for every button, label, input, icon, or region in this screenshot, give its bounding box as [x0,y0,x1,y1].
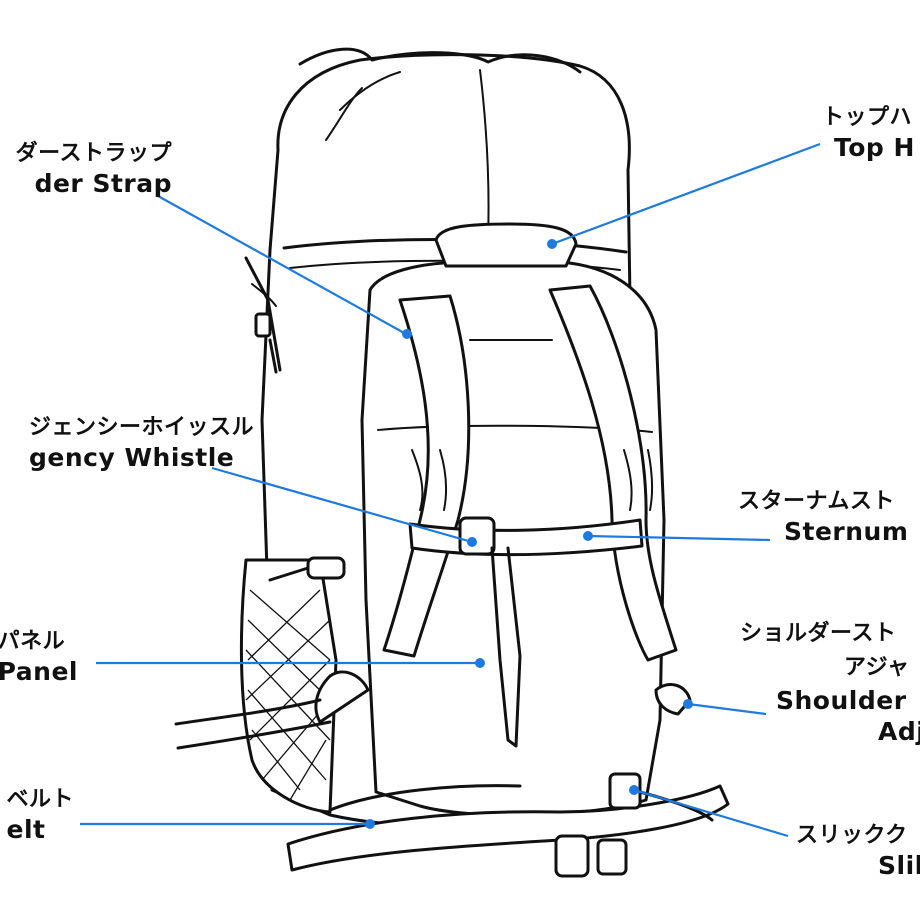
label-slick-clip: スリックク Slik [796,822,920,881]
label-top-handle-jp: トップハ [822,105,913,130]
label-top-handle: トップハ Top H [822,104,915,163]
label-shoulder-adjuster-jp2: アジャ [844,654,910,680]
dot-emergency-whistle [467,537,477,547]
leader-shoulder-strap [157,195,407,335]
label-hip-belt: ベルト elt [6,786,74,845]
label-slick-clip-jp: スリックク [796,823,908,848]
dot-shoulder-adjuster [683,699,693,709]
leader-lines [80,142,821,838]
label-hip-belt-jp: ベルト [6,787,74,812]
label-shoulder-strap-en: der Strap [34,168,172,198]
label-shoulder-strap-adjuster: ショルダースト アジャ Shoulder Adj [740,620,920,748]
leader-emergency-whistle [211,466,473,544]
label-emergency-whistle-jp: ジェンシーホイッスル [28,415,254,440]
dot-hip-belt [365,819,375,829]
label-emergency-whistle: ジェンシーホイッスル gency Whistle [29,414,254,473]
label-top-handle-en: Top H [834,132,915,162]
mesh-pocket [245,589,331,801]
label-shoulder-adjuster-jp: ショルダースト [740,621,897,646]
back-panel-drawing [174,222,692,817]
label-shoulder-strap-jp: ダーストラップ [15,141,172,166]
leader-top-handle [551,142,821,246]
label-back-panel: パネル Panel [0,628,78,687]
label-emergency-whistle-en: gency Whistle [28,442,235,472]
leader-slick-clip [633,788,789,838]
hip-belt-drawing [286,772,730,878]
label-shoulder-adjuster-en2: Adj [878,717,920,747]
dot-sternum-strap [583,531,593,541]
dot-slick-clip [629,785,639,795]
leader-sternum-strap [587,534,771,542]
label-shoulder-adjuster-en: Shoulder [776,686,907,715]
label-shoulder-strap: ダーストラップ der Strap [16,140,172,199]
label-sternum-strap: スターナムスト Sternum [738,488,908,547]
label-back-panel-en: Panel [0,656,78,686]
dot-back-panel [475,658,485,668]
label-hip-belt-en: elt [6,814,46,844]
label-sternum-strap-jp: スターナムスト [738,489,895,514]
dot-top-handle [547,239,557,249]
label-slick-clip-en: Slik [878,850,920,880]
dot-shoulder-strap [402,329,412,339]
label-back-panel-jp: パネル [0,629,66,654]
leader-shoulder-adjuster [687,702,767,716]
label-sternum-strap-en: Sternum [784,516,909,546]
